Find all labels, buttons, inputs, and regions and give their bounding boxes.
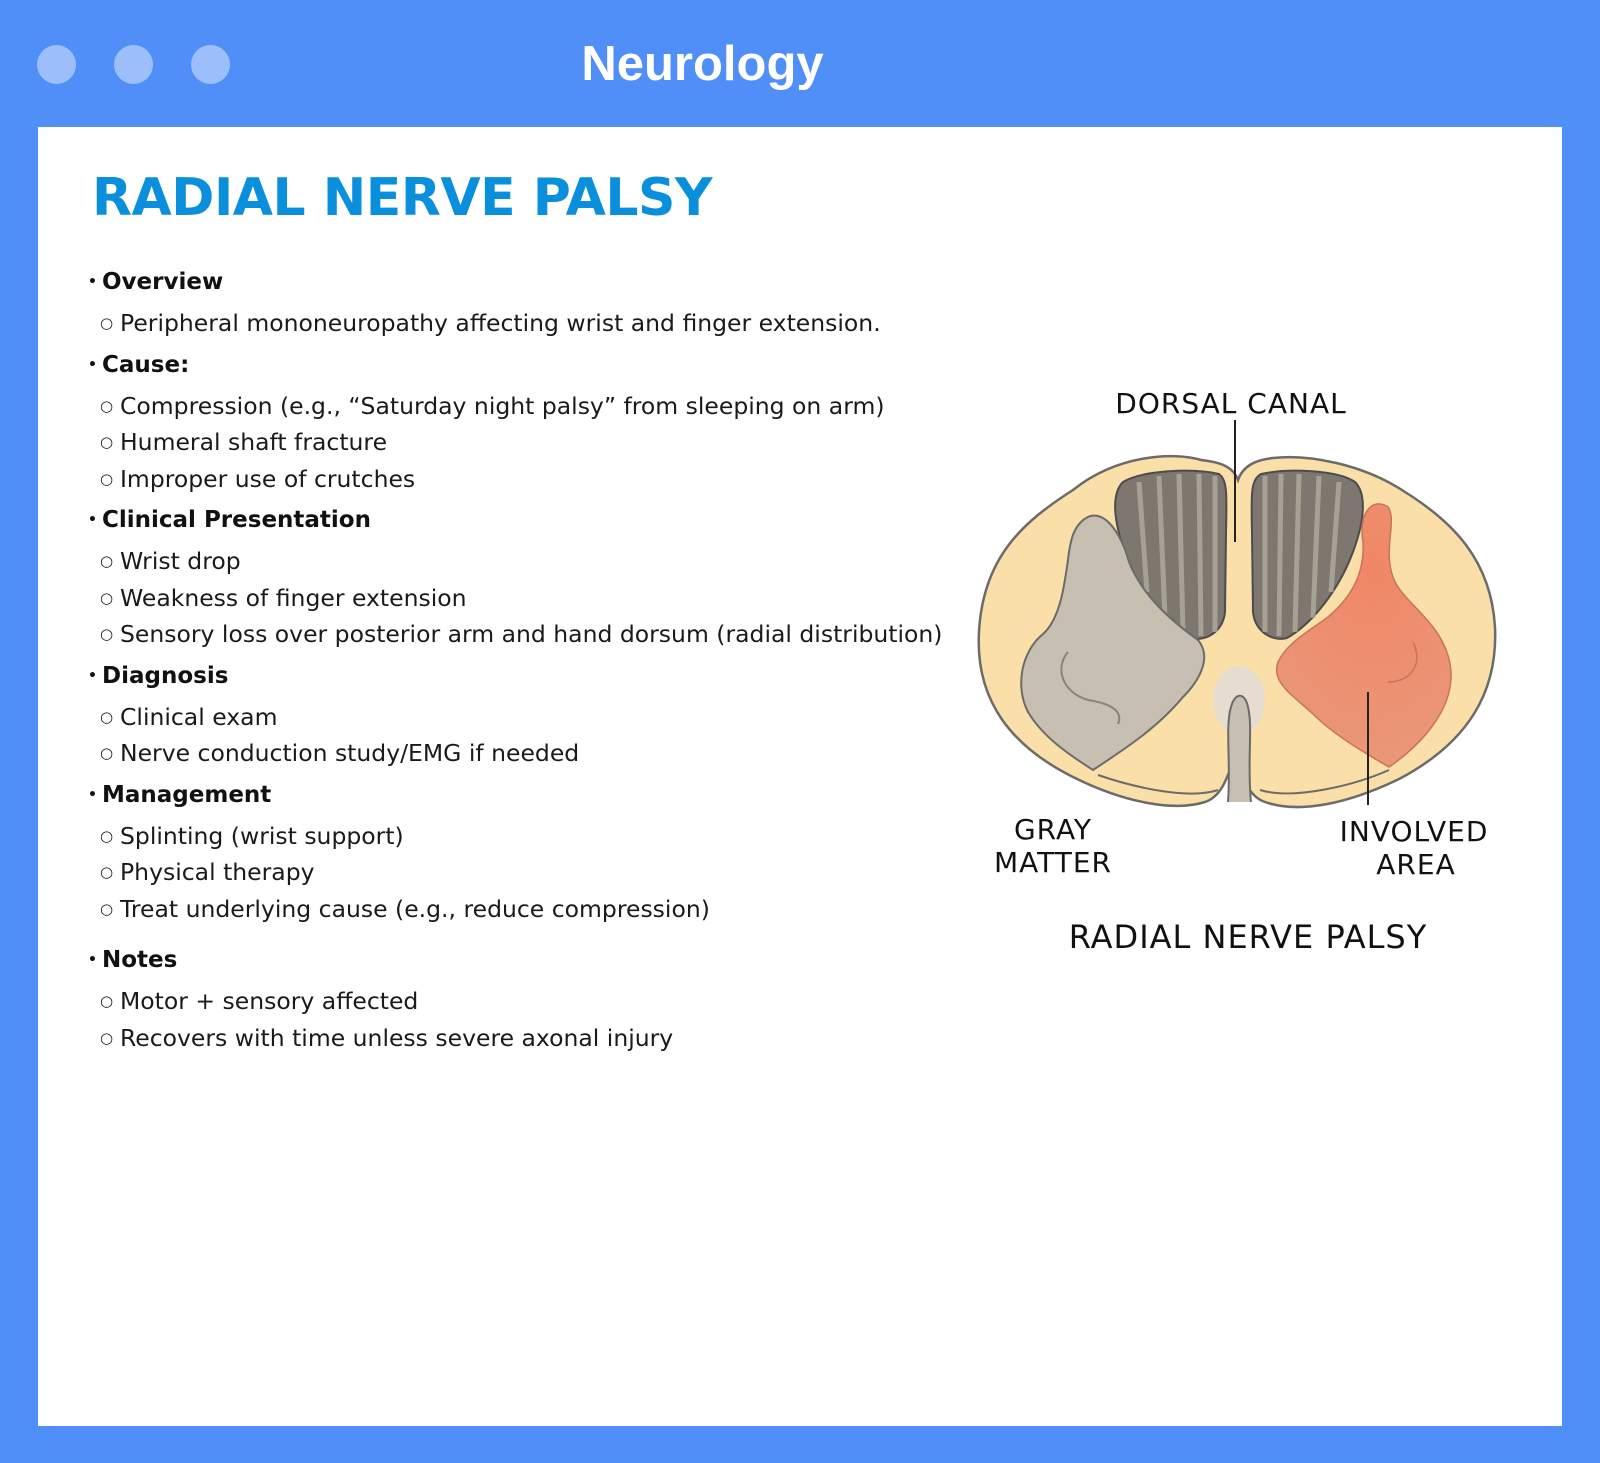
bullet-icon: • — [88, 952, 97, 968]
anterior-fissure — [1227, 694, 1252, 803]
list-item: ○Humeral shaft fracture — [88, 424, 968, 461]
circle-bullet-icon: ○ — [100, 396, 114, 415]
section-cause: •Cause: ○Compression (e.g., “Saturday ni… — [88, 342, 968, 498]
ventral-outline — [1097, 769, 1390, 795]
content-panel: RADIAL NERVE PALSY •Overview ○Peripheral… — [38, 127, 1562, 1426]
bullet-icon: • — [88, 667, 97, 684]
involved-curl — [1387, 641, 1418, 683]
gray-matter-label: GRAY — [1014, 813, 1092, 846]
involved-area-label-line-2: AREA — [1376, 848, 1455, 881]
section-notes: •Notes ○Motor + sensory affected ○Recove… — [88, 937, 968, 1056]
spinal-cord-illustration: DORSAL CANAL GRAY MATTER INVOLVED AREA R… — [943, 382, 1543, 982]
circle-bullet-icon: ○ — [100, 588, 114, 607]
list-item: ○Physical therapy — [88, 854, 968, 891]
bullet-icon: • — [88, 512, 97, 528]
involved-area — [1275, 503, 1452, 768]
list-item: ○Wrist drop — [88, 543, 968, 580]
bullet-icon: • — [88, 356, 97, 373]
section-heading: •Management — [88, 772, 968, 818]
list-item: ○Clinical exam — [88, 699, 968, 736]
involved-area-label: INVOLVED — [1340, 815, 1489, 848]
list-item: ○Treat underlying cause (e.g., reduce co… — [88, 891, 968, 928]
section-diagnosis: •Diagnosis ○Clinical exam ○Nerve conduct… — [88, 653, 968, 772]
circle-bullet-icon: ○ — [100, 899, 114, 918]
gray-matter-label-line-2: MATTER — [994, 846, 1112, 879]
section-overview: •Overview ○Peripheral mononeuropathy aff… — [88, 259, 968, 342]
list-item: ○Nerve conduction study/EMG if needed — [88, 735, 968, 772]
circle-bullet-icon: ○ — [100, 433, 114, 451]
section-clinical-presentation: •Clinical Presentation ○Wrist drop ○Weak… — [88, 497, 968, 653]
cord-diagram: DORSAL CANAL GRAY MATTER INVOLVED AREA R… — [977, 387, 1497, 956]
circle-bullet-icon: ○ — [100, 744, 114, 762]
dorsal-canal-label: DORSAL CANAL — [1115, 387, 1346, 420]
section-management: •Management ○Splinting (wrist support) ○… — [88, 772, 968, 928]
circle-bullet-icon: ○ — [100, 992, 114, 1010]
circle-bullet-icon: ○ — [100, 625, 114, 643]
list-item: ○Motor + sensory affected — [88, 983, 968, 1020]
app-title: Neurology — [581, 37, 824, 91]
list-item: ○Splinting (wrist support) — [88, 818, 968, 855]
gray-matter-curl — [1060, 651, 1121, 725]
window-minimize-button[interactable] — [114, 45, 153, 84]
gray-matter-left — [1020, 514, 1206, 772]
section-heading: •Clinical Presentation — [88, 497, 968, 543]
notes-list: •Overview ○Peripheral mononeuropathy aff… — [88, 259, 968, 1056]
circle-bullet-icon: ○ — [100, 314, 114, 332]
circle-bullet-icon: ○ — [100, 863, 114, 881]
bullet-icon: • — [88, 786, 97, 803]
list-item: ○Improper use of crutches — [88, 461, 968, 498]
section-heading: •Cause: — [88, 342, 968, 388]
section-heading: •Notes — [88, 937, 968, 983]
figure-caption: RADIAL NERVE PALSY — [1069, 918, 1428, 956]
list-item: ○Compression (e.g., “Saturday night pals… — [88, 388, 968, 425]
section-heading: •Overview — [88, 259, 968, 305]
circle-bullet-icon: ○ — [100, 552, 114, 570]
list-item: ○Recovers with time unless severe axonal… — [88, 1020, 968, 1057]
window-close-button[interactable] — [37, 45, 76, 84]
circle-bullet-icon: ○ — [100, 707, 114, 726]
page-title: RADIAL NERVE PALSY — [92, 168, 713, 228]
section-heading: •Diagnosis — [88, 653, 968, 699]
list-item: ○Peripheral mononeuropathy affecting wri… — [88, 305, 968, 342]
title-bar: Neurology — [0, 0, 1600, 128]
list-item: ○Sensory loss over posterior arm and han… — [88, 616, 968, 653]
circle-bullet-icon: ○ — [100, 1028, 114, 1047]
list-item: ○Weakness of finger extension — [88, 580, 968, 617]
bullet-icon: • — [88, 274, 97, 290]
window-maximize-button[interactable] — [191, 45, 230, 84]
circle-bullet-icon: ○ — [100, 826, 114, 845]
circle-bullet-icon: ○ — [100, 469, 114, 488]
